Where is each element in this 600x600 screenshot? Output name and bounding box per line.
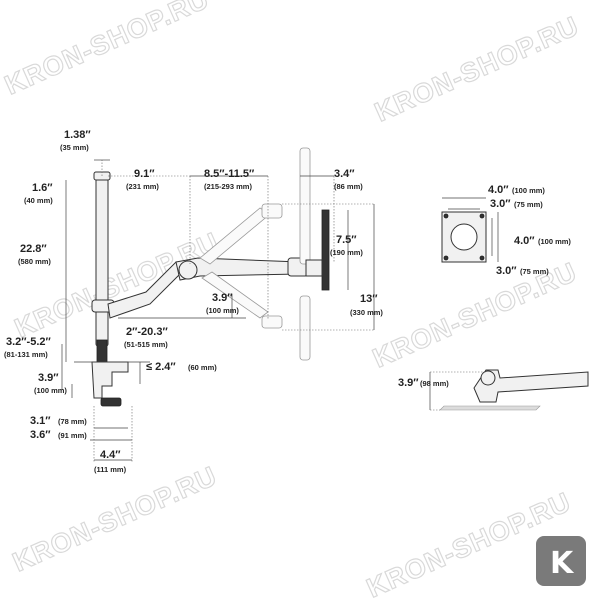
dim-36-sub: (91 mm) bbox=[58, 431, 87, 440]
vesa-40r-main: 4.0″ bbox=[514, 235, 535, 247]
dim-91-main: 9.1″ bbox=[134, 168, 155, 180]
side-detail-view: 3.9″ (98 mm) bbox=[398, 369, 589, 411]
pole bbox=[95, 175, 109, 347]
vesa-30r-main: 3.0″ bbox=[496, 265, 517, 277]
vesa-hole-tr bbox=[479, 213, 485, 219]
side-arm-base bbox=[473, 369, 589, 403]
watermark-1: KRON-SHOP.RU bbox=[0, 0, 213, 100]
dim-44-sub: (111 mm) bbox=[94, 465, 127, 474]
dimension-labels: 1.38″ (35 mm) 1.6″ (40 mm) 22.8″ (580 mm… bbox=[4, 129, 383, 474]
vesa-plate-view: 4.0″ (100 mm) 3.0″ (75 mm) 4.0″ (100 mm)… bbox=[441, 184, 571, 277]
side-desk-plate bbox=[439, 405, 541, 411]
vesa-40r-sub: (100 mm) bbox=[538, 237, 571, 246]
dim-91-sub: (231 mm) bbox=[126, 182, 159, 191]
dim-44-main: 4.4″ bbox=[100, 449, 121, 461]
dim-2-203-sub: (51-515 mm) bbox=[124, 340, 168, 349]
dim-39a-main: 3.9″ bbox=[212, 292, 233, 304]
monitor-mount-plate bbox=[305, 259, 323, 277]
arm-head-raised-ghost bbox=[261, 203, 283, 219]
dim-228-sub: (580 mm) bbox=[18, 257, 51, 266]
dim-75-sub: (190 mm) bbox=[330, 248, 363, 257]
dim-13-sub: (330 mm) bbox=[350, 308, 383, 317]
clamp-neck bbox=[96, 339, 108, 363]
arm-linkage bbox=[107, 203, 309, 329]
vesa-40-main: 4.0″ bbox=[488, 184, 509, 196]
clamp-foot bbox=[100, 397, 122, 407]
watermark-5: KRON-SHOP.RU bbox=[8, 461, 221, 578]
dim-228-main: 22.8″ bbox=[20, 243, 47, 255]
dim-138-main: 1.38″ bbox=[64, 129, 91, 141]
dim-138-sub: (35 mm) bbox=[60, 143, 89, 152]
side-39-main: 3.9″ bbox=[398, 377, 419, 389]
dim-85-sub: (215-293 mm) bbox=[204, 182, 252, 191]
dim-39a-sub: (100 mm) bbox=[206, 306, 239, 315]
dim-2-203-main: 2″-20.3″ bbox=[126, 326, 168, 338]
dim-31-main: 3.1″ bbox=[30, 415, 51, 427]
dim-24-sub: (60 mm) bbox=[188, 363, 217, 372]
watermarks: KRON-SHOP.RU KRON-SHOP.RU KRON-SHOP.RU K… bbox=[0, 0, 584, 600]
dim-32-sub: (81-131 mm) bbox=[4, 350, 48, 359]
vesa-hole-tl bbox=[443, 213, 449, 219]
dimension-lines bbox=[61, 159, 375, 462]
dim-16-sub: (40 mm) bbox=[24, 196, 53, 205]
monitor-raised-ghost bbox=[299, 147, 311, 265]
dim-75-main: 7.5″ bbox=[336, 234, 357, 246]
dim-85-main: 8.5″-11.5″ bbox=[204, 168, 255, 180]
vesa-30r-sub: (75 mm) bbox=[520, 267, 549, 276]
dim-24-main: ≤ 2.4″ bbox=[146, 361, 176, 373]
side-arm-pivot bbox=[480, 370, 496, 386]
vesa-hole-bl bbox=[443, 255, 449, 261]
dim-39b-sub: (100 mm) bbox=[34, 386, 67, 395]
arm-elbow bbox=[178, 260, 198, 280]
monitor-center bbox=[321, 209, 330, 291]
vesa-hole-br bbox=[479, 255, 485, 261]
dim-34-main: 3.4″ bbox=[334, 168, 355, 180]
vesa-40-sub: (100 mm) bbox=[512, 186, 545, 195]
dim-13-main: 13″ bbox=[360, 293, 378, 305]
dim-39b-main: 3.9″ bbox=[38, 372, 59, 384]
arm-head-lowered-ghost bbox=[261, 315, 283, 329]
badge-background bbox=[536, 536, 586, 586]
clamp-body bbox=[91, 361, 129, 399]
dim-31-sub: (78 mm) bbox=[58, 417, 87, 426]
dim-36-main: 3.6″ bbox=[30, 429, 51, 441]
badge-letter: K bbox=[550, 546, 575, 581]
dim-16-main: 1.6″ bbox=[32, 182, 53, 194]
vesa-center-hole bbox=[450, 223, 478, 251]
dim-32-main: 3.2″-5.2″ bbox=[6, 336, 52, 348]
monitors bbox=[299, 147, 330, 361]
dim-34-sub: (86 mm) bbox=[334, 182, 363, 191]
side-39-sub: (98 mm) bbox=[420, 379, 449, 388]
watermark-4: KRON-SHOP.RU bbox=[368, 257, 581, 374]
vesa-30-sub: (75 mm) bbox=[514, 200, 543, 209]
shop-badge: K bbox=[536, 536, 586, 586]
vesa-30-main: 3.0″ bbox=[490, 198, 511, 210]
watermark-2: KRON-SHOP.RU bbox=[370, 11, 583, 128]
monitor-lowered-ghost bbox=[299, 295, 311, 361]
